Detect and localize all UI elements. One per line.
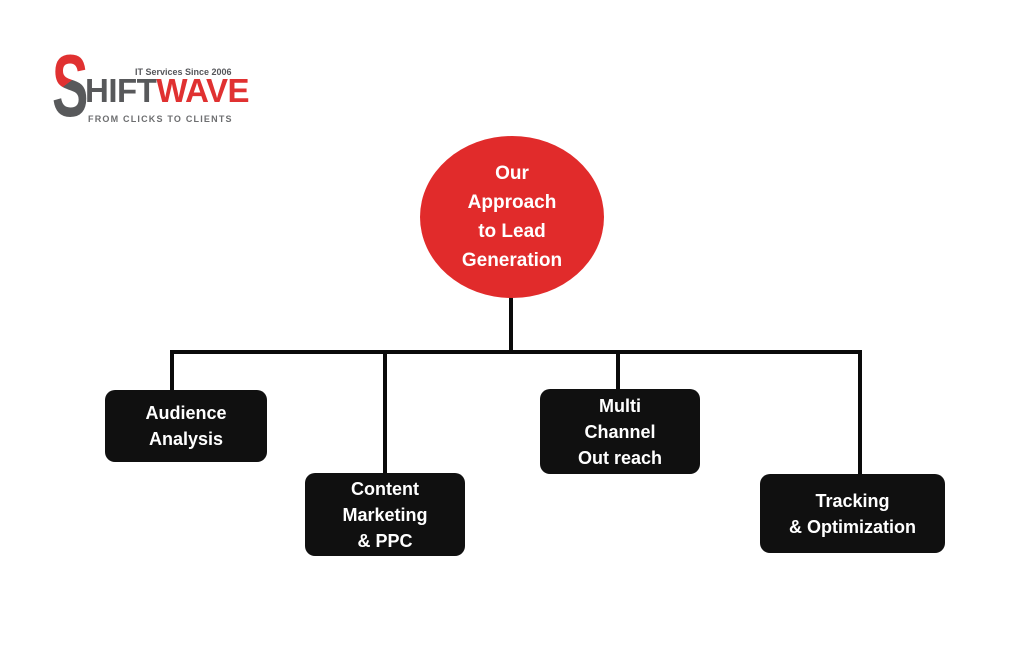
node-multi-channel-outreach: Multi Channel Out reach: [540, 389, 700, 474]
connector-horizontal: [170, 350, 862, 354]
root-node-lead-generation: Our Approach to Lead Generation: [420, 136, 604, 298]
node-label-line: Audience: [145, 403, 227, 423]
node-label-line: Analysis: [148, 429, 224, 449]
shiftwave-logo: S IT Services Since 2006 HIFTWAVE FROM C…: [52, 42, 250, 130]
node-label-line: Tracking: [815, 490, 890, 511]
root-line-3: to Lead: [478, 221, 546, 242]
node-label-line: & Optimization: [789, 516, 916, 537]
logo-s-letter: S: [52, 36, 89, 135]
root-line-1: Our: [495, 163, 529, 184]
connector-stem: [509, 292, 513, 354]
node-label-line: Channel: [584, 421, 656, 442]
logo-word-wave: WAVE: [156, 72, 250, 109]
connector-drop-multi: [616, 352, 620, 392]
node-audience-analysis: Audience Analysis: [105, 390, 267, 462]
connector-drop-tracking: [858, 352, 862, 477]
connector-drop-audience: [170, 352, 174, 392]
root-line-2: Approach: [467, 192, 557, 213]
node-content-marketing-ppc: Content Marketing & PPC: [305, 473, 465, 556]
logo-bottom-tagline: FROM CLICKS TO CLIENTS: [88, 114, 233, 124]
root-line-4: Generation: [461, 250, 563, 271]
logo-word-hift: HIFT: [85, 72, 157, 109]
node-label-line: Marketing: [342, 504, 428, 525]
node-label-line: Out reach: [577, 447, 663, 468]
node-tracking-optimization: Tracking & Optimization: [760, 474, 945, 553]
connector-drop-content: [383, 352, 387, 476]
node-label-line: Multi: [599, 395, 641, 416]
logo-wordmark: HIFTWAVE: [85, 72, 250, 109]
node-label-line: & PPC: [357, 530, 413, 551]
logo-top-tagline: IT Services Since 2006: [135, 67, 232, 77]
node-label-line: Content: [351, 478, 419, 499]
